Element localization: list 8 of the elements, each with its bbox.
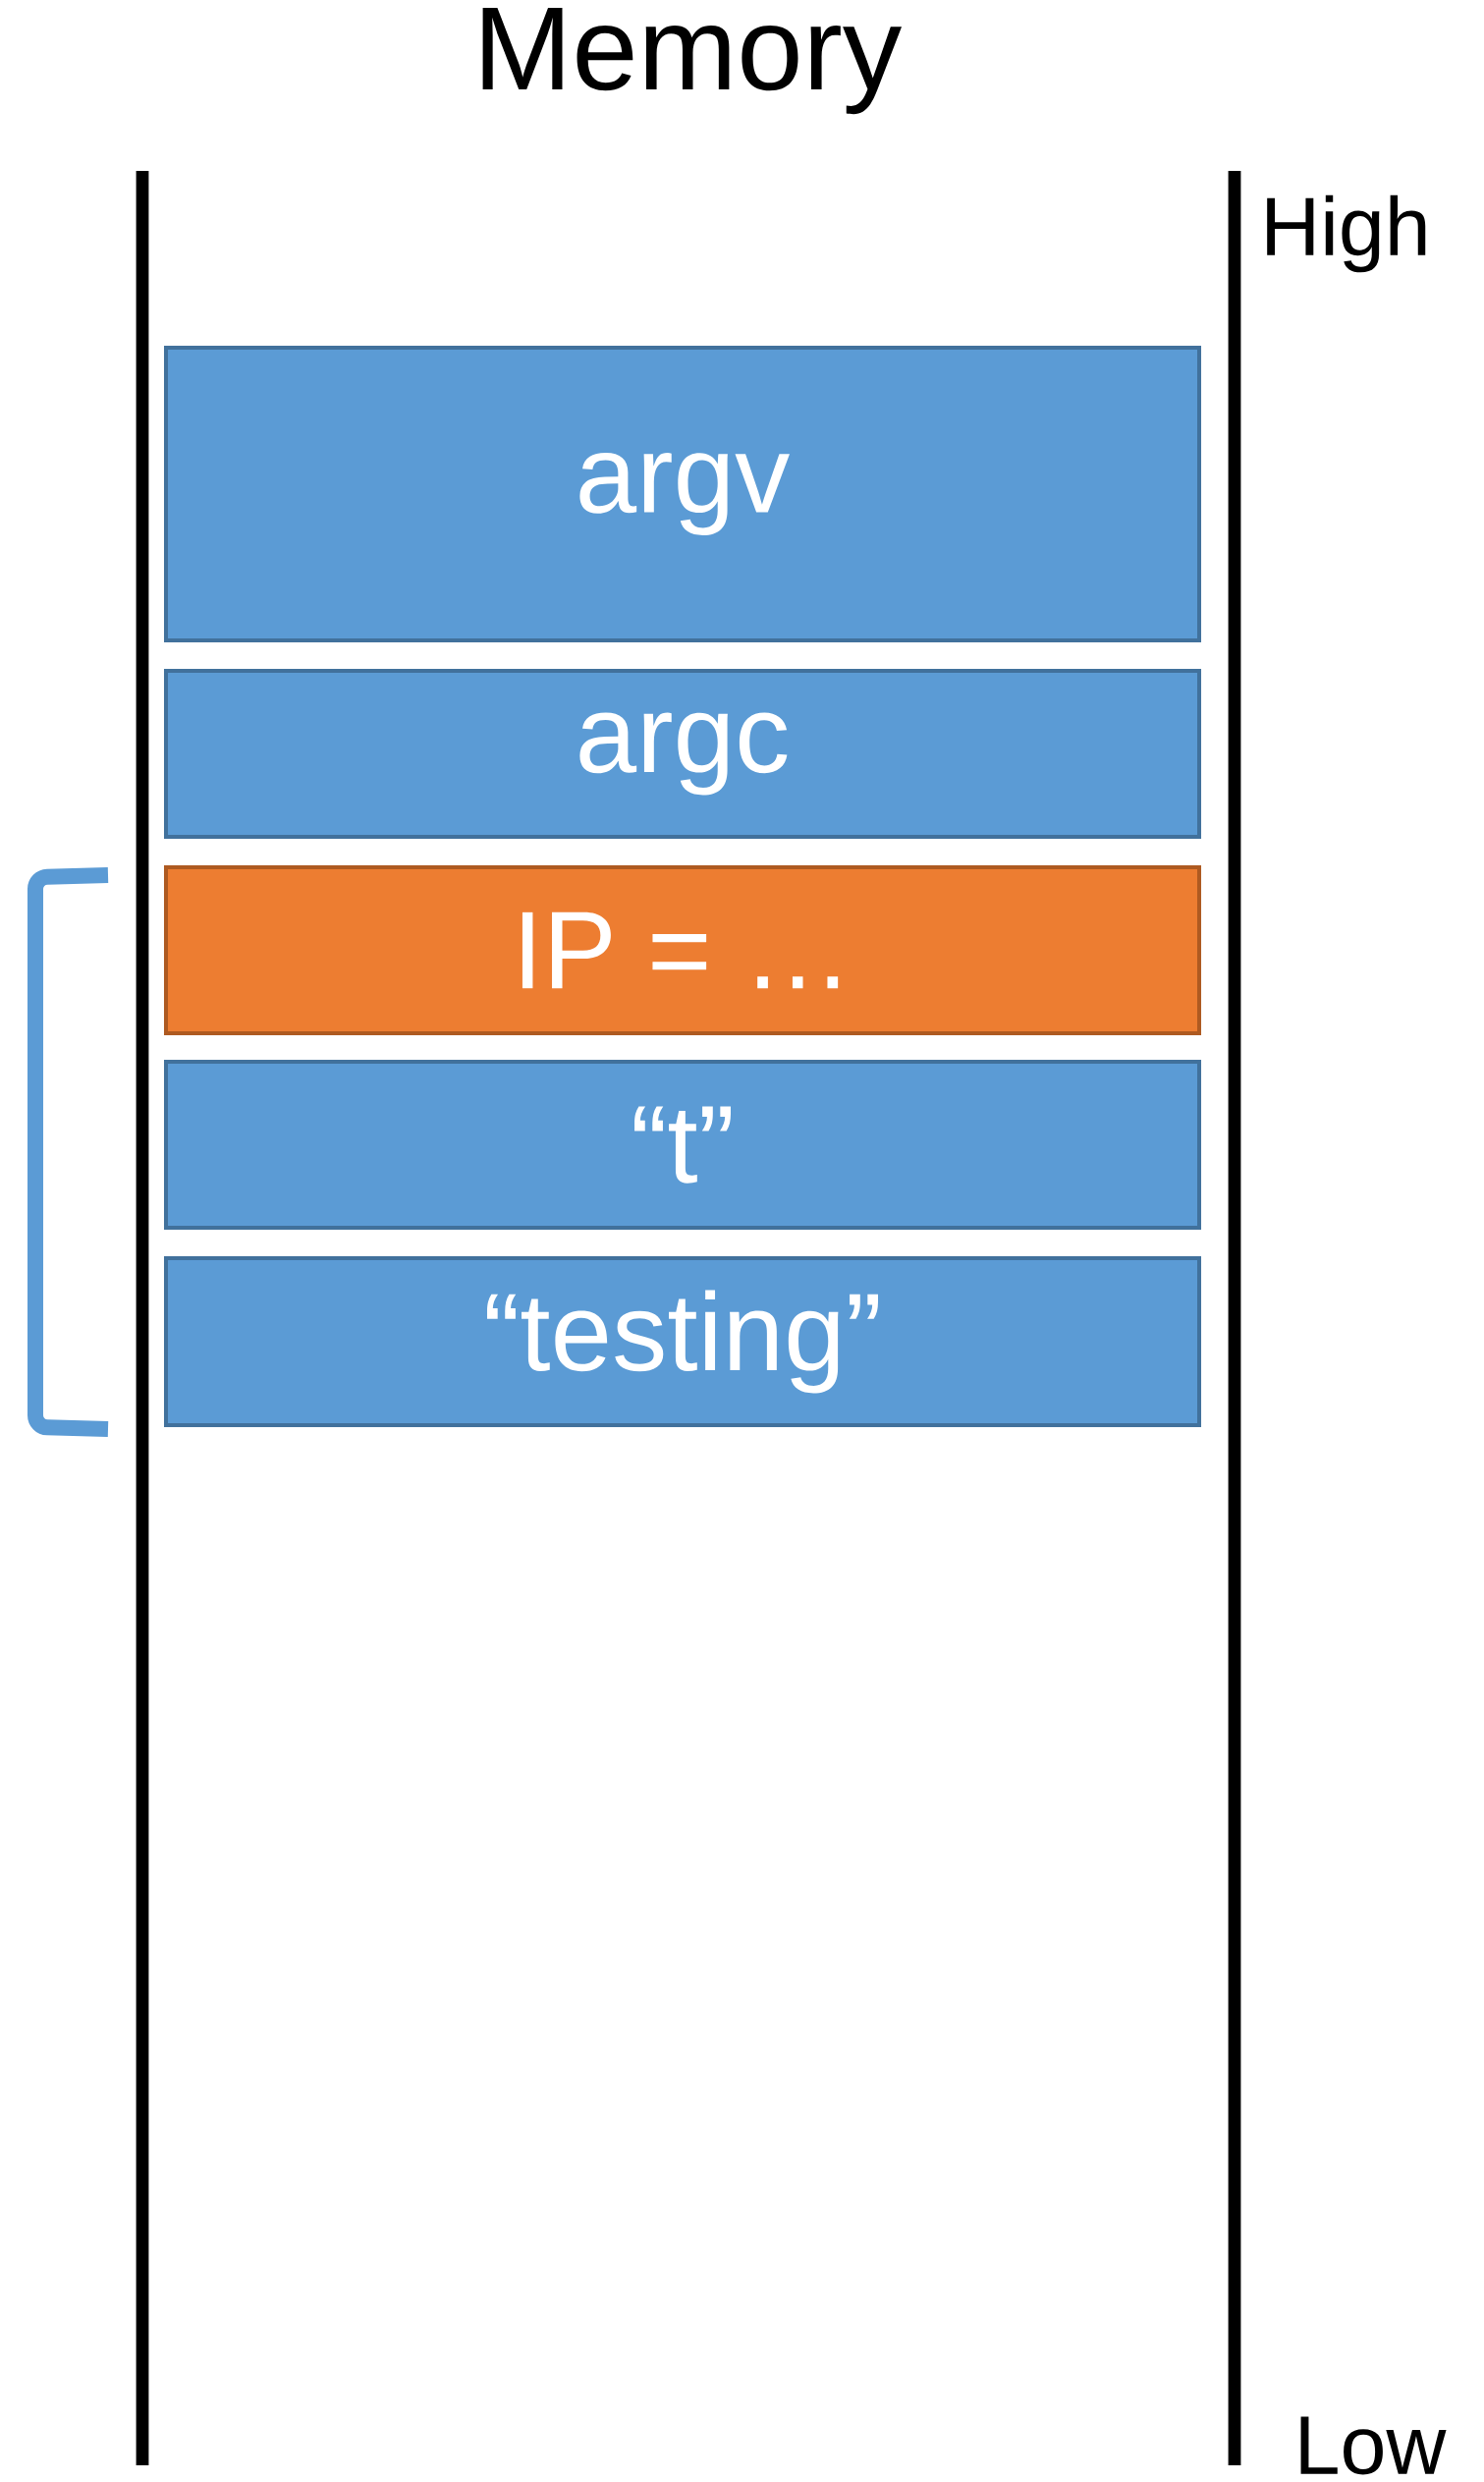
memory-block: IP = … xyxy=(164,865,1201,1035)
memory-block: argc xyxy=(164,669,1201,839)
memory-block: “testing” xyxy=(164,1256,1201,1427)
memory-block: “t” xyxy=(164,1060,1201,1230)
high-label: High xyxy=(1267,194,1426,273)
title: Memory xyxy=(482,7,903,115)
low-label: Low xyxy=(1300,2416,1447,2475)
memory-block: argv xyxy=(164,346,1201,642)
